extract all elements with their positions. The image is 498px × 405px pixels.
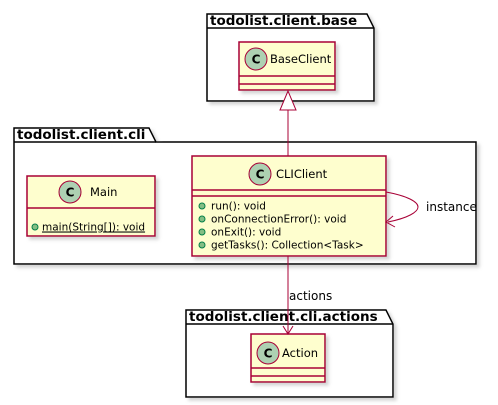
actions-association-label: actions [289,289,332,303]
package-base-title: todolist.client.base [210,13,357,29]
class-baseclient: C BaseClient [238,41,336,91]
class-icon-letter: C [252,53,261,67]
public-visibility-icon [31,223,39,231]
package-actions-title: todolist.client.cli.actions [189,309,378,325]
class-member: run(): void [211,201,266,213]
class-member: onExit(): void [211,227,281,239]
public-visibility-icon [198,241,206,249]
class-cliclient: C CLIClient run(): void onConnectionErro… [191,155,387,257]
class-member: getTasks(): Collection<Task> [211,240,364,252]
self-association-label: instance [426,200,477,214]
class-main: C Main main(String[]): void [26,175,156,237]
class-member: main(String[]): void [42,222,145,234]
class-icon [58,180,82,204]
public-visibility-icon [198,202,206,210]
inheritance-arrowhead [279,89,297,111]
class-name: Action [282,346,318,360]
class-icon-letter: C [66,186,75,200]
class-icon-letter: C [256,168,265,182]
association-arrowhead [282,325,294,335]
package-cli-title: todolist.client.cli [17,127,145,143]
class-name: Main [90,185,117,199]
class-icon [248,162,272,186]
class-icon-letter: C [264,347,273,361]
class-icon [256,341,280,365]
class-name: BaseClient [270,52,332,66]
class-name: CLIClient [276,167,328,181]
actions-association-edge: actions [282,256,332,335]
public-visibility-icon [198,228,206,236]
association-arrowhead [385,215,396,228]
inheritance-edge [279,89,297,156]
class-member: onConnectionError(): void [211,214,346,226]
class-icon [244,47,268,71]
class-action: C Action [250,333,326,383]
self-association-edge: instance [385,191,477,228]
public-visibility-icon [198,215,206,223]
